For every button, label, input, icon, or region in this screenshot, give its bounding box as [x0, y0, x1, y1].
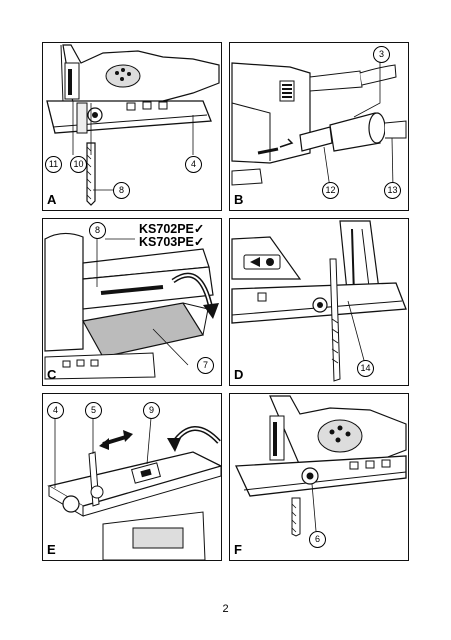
callout-4: 4	[47, 402, 64, 419]
callout-9: 9	[143, 402, 160, 419]
callout-13: 13	[384, 182, 401, 199]
callout-14: 14	[357, 360, 374, 377]
callout-7: 7	[197, 357, 214, 374]
callout-6: 6	[309, 531, 326, 548]
figure-panel-d: 14 D	[229, 218, 409, 386]
model-ks702pe: KS702PE✓	[139, 222, 205, 236]
callout-11: 11	[45, 156, 62, 173]
panel-label-f: F	[234, 542, 242, 557]
shoe-bevel-adjustment-illustration	[47, 417, 221, 560]
jigsaw-blade-clamp-illustration	[46, 44, 220, 206]
blade-storage-illustration	[44, 232, 219, 380]
callout-3: 3	[373, 46, 390, 63]
shoe-mounting-illustration	[235, 395, 407, 537]
figure-panel-e: 4 5 9 E	[42, 393, 222, 561]
panel-label-a: A	[47, 192, 57, 207]
callout-8: 8	[113, 182, 130, 199]
callout-5: 5	[85, 402, 102, 419]
dust-extraction-illustration	[231, 59, 407, 189]
panel-label-e: E	[47, 542, 56, 557]
callout-8: 8	[89, 222, 106, 239]
panel-label-b: B	[234, 192, 244, 207]
model-ks703pe: KS703PE✓	[139, 235, 205, 249]
callout-10: 10	[70, 156, 87, 173]
callout-4: 4	[185, 156, 202, 173]
figure-panel-b: 3 12 13 B	[229, 42, 409, 211]
page-number: 2	[222, 603, 229, 615]
figure-panel-a: 11 10 4 8 A	[42, 42, 222, 211]
callout-12: 12	[322, 182, 339, 199]
blade-guide-illustration	[231, 220, 407, 382]
figure-panel-f: 6 F	[229, 393, 409, 561]
figure-panel-c: 8 KS702PE✓ KS703PE✓ 7 C	[42, 218, 222, 386]
panel-label-c: C	[47, 367, 57, 382]
panel-label-d: D	[234, 367, 244, 382]
